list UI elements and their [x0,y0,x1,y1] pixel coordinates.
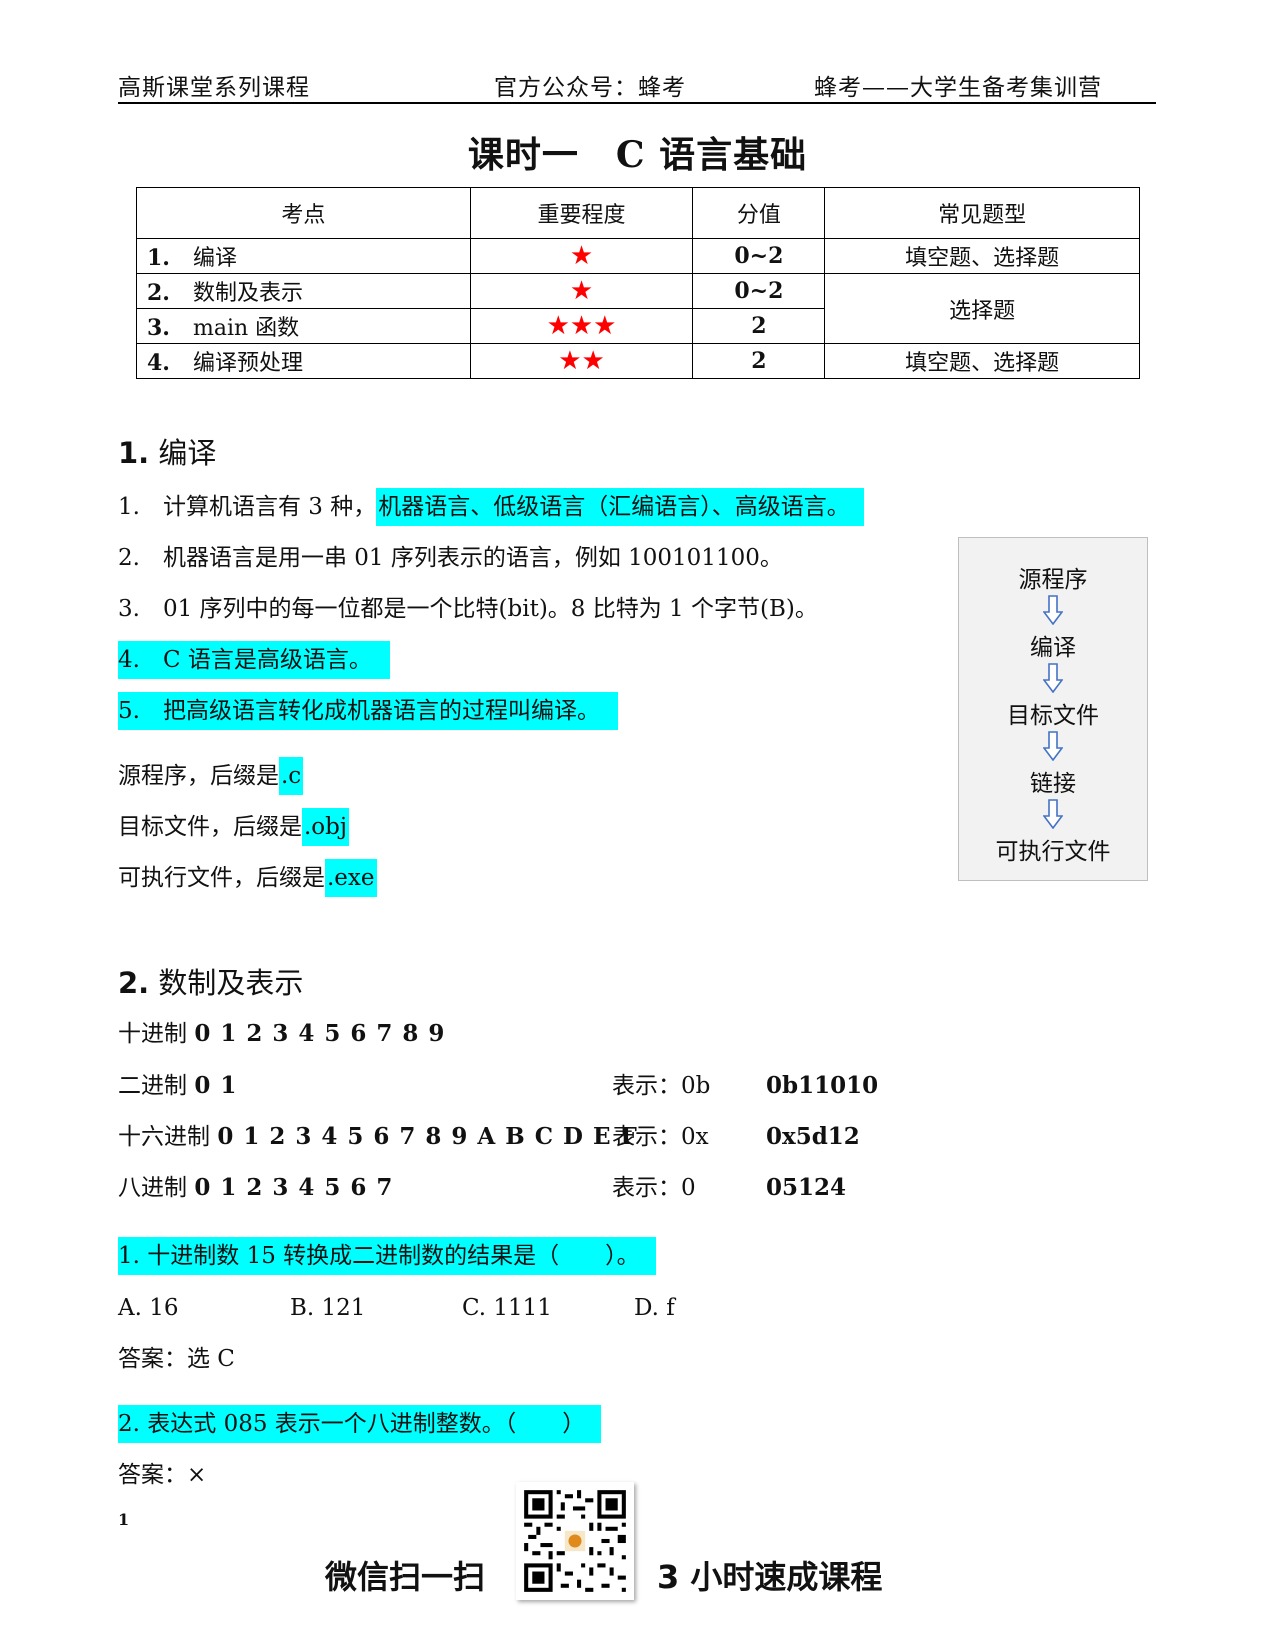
list-item: 2. 机器语言是用一串 01 序列表示的语言，例如 100101100。 [118,545,783,571]
table-header-cell: 考点 [136,187,471,239]
table-header-cell: 分值 [692,187,826,239]
answer-1: 答案：选 C [118,1346,235,1372]
flow-step-compile: 编译 [1030,635,1076,661]
table-row: 4. 编译预处理 ★★ 2 填空题、选择题 [136,343,1140,379]
key-points-table: 考点 重要程度 分值 常见题型 1. 编译 ★ 0~2 填空题、选择题 2. 数制及… [136,187,1140,379]
topic-name: 编译预处理 [193,351,304,376]
base-prefix: 表示：0x [612,1124,709,1150]
topic-name: main 函数 [193,316,300,341]
importance-cell: ★ [469,273,694,309]
table-header-cell: 重要程度 [469,187,694,239]
score-cell: 0~2 [692,273,826,309]
topic-cell: 3. main 函数 [136,308,471,344]
question-2: 2. 表达式 085 表示一个八进制整数。（ ） [118,1403,602,1445]
page-number: 1 [118,1510,130,1529]
topic-cell: 2. 数制及表示 [136,273,471,309]
topic-name: 编译 [193,246,238,271]
suffix-line: 可执行文件，后缀是.exe [118,857,377,899]
flow-step-executable: 可执行文件 [995,839,1111,865]
base-row: 二进制 0 1 [118,1072,238,1099]
highlighted-text: 4. C 语言是高级语言。 [118,641,390,679]
list-item: 1. 计算机语言有 3 种，机器语言、低级语言（汇编语言）、高级语言。 [118,486,864,528]
header-divider [118,102,1156,104]
base-row: 十进制 0 1 2 3 4 5 6 7 8 9 [118,1020,446,1047]
topic-number: 4. [147,350,170,376]
base-prefix: 表示：0b [612,1073,711,1099]
question-1: 1. 十进制数 15 转换成二进制数的结果是（ ）。 [118,1235,656,1277]
table-row: 3. main 函数 ★★★ 2 [136,308,1140,344]
flow-step-source: 源程序 [1018,567,1088,593]
star-rating: ★★ [558,346,605,376]
table-header-cell: 常见题型 [824,187,1140,239]
importance-cell: ★★ [469,343,694,379]
section-heading-number-systems: 2. 数制及表示 [118,966,304,1000]
page-title: 课时一 C 语言基础 [467,134,808,176]
list-item: 4. C 语言是高级语言。 [118,639,390,681]
list-item: 5. 把高级语言转化成机器语言的过程叫编译。 [118,690,618,732]
suffix-extension: .exe [325,859,377,897]
base-example: 0b11010 [766,1072,879,1099]
base-prefix: 表示：0 [612,1175,696,1201]
option-d: D. f [634,1295,675,1321]
table-header-row: 考点 重要程度 分值 常见题型 [136,187,1140,239]
flow-step-object: 目标文件 [1007,703,1099,729]
down-arrow-icon [1043,663,1063,693]
qr-code-pattern [516,1482,634,1600]
option-c: C. 1111 [462,1295,552,1321]
base-example: 0x5d12 [766,1123,860,1150]
header-slogan: 蜂考——大学生备考集训营 [814,75,1102,101]
highlighted-text: 5. 把高级语言转化成机器语言的过程叫编译。 [118,692,618,730]
header-official-account: 官方公众号：蜂考 [494,75,686,101]
suffix-line: 源程序，后缀是.c [118,755,304,797]
down-arrow-icon [1043,595,1063,625]
table-row: 2. 数制及表示 ★ 0~2 选择题 [136,273,1140,344]
list-item: 3. 01 序列中的每一位都是一个比特(bit)。8 比特为 1 个字节(B)。 [118,596,818,622]
score-cell: 0~2 [692,238,826,274]
importance-cell: ★ [469,238,694,274]
highlighted-text: 机器语言、低级语言（汇编语言）、高级语言。 [376,488,864,526]
table-row: 1. 编译 ★ 0~2 填空题、选择题 [136,238,1140,274]
suffix-line: 目标文件，后缀是.obj [118,806,350,848]
down-arrow-icon [1043,731,1063,761]
topic-name: 数制及表示 [193,281,304,306]
score-cell: 2 [692,343,826,379]
topic-cell: 4. 编译预处理 [136,343,471,379]
option-a: A. 16 [118,1295,179,1321]
importance-cell: ★★★ [469,308,694,344]
question-type-cell: 选择题 [824,273,1140,344]
down-arrow-icon [1043,799,1063,829]
header-course-series: 高斯课堂系列课程 [118,75,310,101]
star-rating: ★★★ [546,311,617,341]
topic-cell: 1. 编译 [136,238,471,274]
answer-2: 答案：× [118,1462,207,1488]
star-rating: ★ [569,276,594,306]
section-heading-compile: 1. 编译 [118,436,217,470]
topic-number: 1. [147,245,170,271]
topic-number: 3. [147,315,170,341]
footer-course-promo: 3 小时速成课程 [657,1558,883,1596]
base-row: 八进制 0 1 2 3 4 5 6 7 [118,1174,394,1201]
score-cell: 2 [692,308,826,344]
suffix-extension: .obj [302,808,350,846]
topic-number: 2. [147,280,170,306]
base-row: 十六进制 0 1 2 3 4 5 6 7 8 9 A B C D E F [118,1123,638,1150]
star-rating: ★ [569,241,594,271]
qr-code[interactable] [516,1482,634,1600]
base-example: 05124 [766,1174,847,1201]
option-b: B. 121 [290,1295,366,1321]
question-type-cell: 填空题、选择题 [824,238,1140,274]
flow-step-link: 链接 [1030,771,1076,797]
footer-wechat-scan: 微信扫一扫 [325,1558,486,1596]
question-type-cell: 填空题、选择题 [824,343,1140,379]
suffix-extension: .c [279,757,304,795]
compile-flow-diagram: 源程序 编译 目标文件 链接 可执行文件 [958,537,1148,881]
